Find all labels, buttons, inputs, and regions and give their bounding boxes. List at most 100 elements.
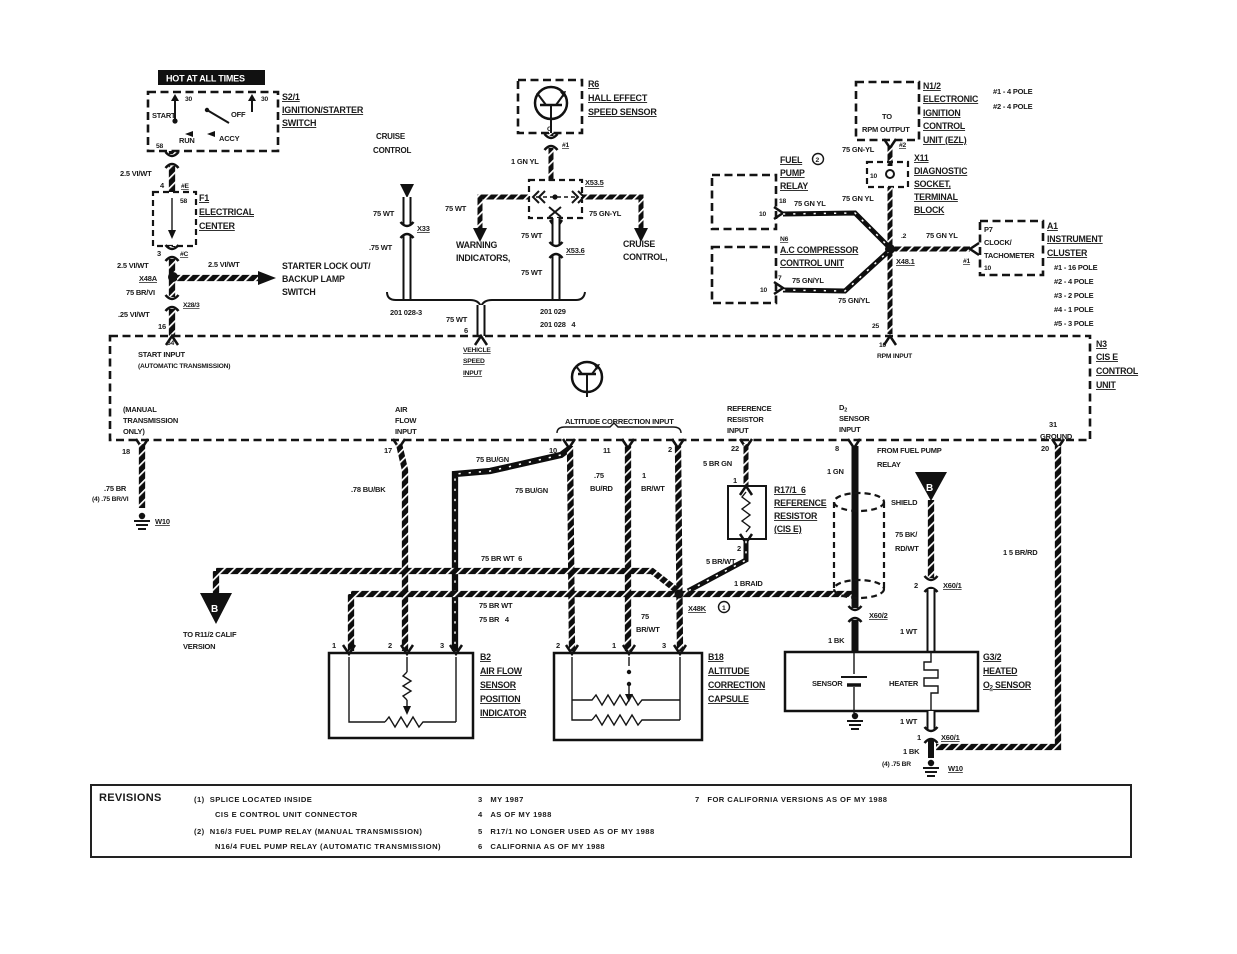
svg-text:201 028-3: 201 028-3	[390, 308, 422, 317]
svg-text:G3/2: G3/2	[983, 652, 1002, 662]
svg-text:1 BK: 1 BK	[828, 636, 845, 645]
svg-text:1 5 BR/RD: 1 5 BR/RD	[1003, 548, 1038, 557]
svg-text:#1 - 4 POLE: #1 - 4 POLE	[993, 87, 1033, 96]
svg-text:HEATER: HEATER	[889, 679, 919, 688]
svg-text:X48A: X48A	[139, 274, 158, 283]
svg-text:(4) .75 BR: (4) .75 BR	[882, 761, 911, 768]
svg-text:BACKUP LAMP: BACKUP LAMP	[282, 274, 345, 284]
svg-text:REFERENCE: REFERENCE	[727, 404, 772, 413]
svg-text:CRUISE: CRUISE	[623, 239, 655, 249]
svg-text:VERSION: VERSION	[183, 642, 215, 651]
svg-text:UNIT: UNIT	[1096, 380, 1117, 390]
svg-text:AIR FLOW: AIR FLOW	[480, 666, 523, 676]
svg-text:10: 10	[984, 265, 992, 272]
svg-text:1: 1	[612, 641, 616, 650]
svg-text:N16/4 FUEL PUMP RELAY (AUTOMAT: N16/4 FUEL PUMP RELAY (AUTOMATIC TRANSMI…	[215, 842, 441, 851]
svg-text:5 R17/1 NO LONGER USED AS OF: 5 R17/1 NO LONGER USED AS OF MY 1988	[478, 827, 655, 836]
svg-text:(AUTOMATIC TRANSMISSION): (AUTOMATIC TRANSMISSION)	[138, 363, 230, 370]
svg-text:FUEL: FUEL	[780, 155, 803, 165]
svg-text:RD/WT: RD/WT	[895, 544, 919, 553]
svg-text:X11: X11	[914, 153, 929, 163]
svg-text:.2: .2	[901, 233, 907, 240]
svg-text:7 FOR CALIFORNIA VERSIONS AS: 7 FOR CALIFORNIA VERSIONS AS OF MY 1988	[695, 795, 887, 804]
svg-text:1 WT: 1 WT	[900, 627, 918, 636]
svg-text:2: 2	[388, 641, 392, 650]
svg-text:SWITCH: SWITCH	[282, 287, 316, 297]
svg-text:RPM OUTPUT: RPM OUTPUT	[862, 125, 910, 134]
svg-text:2: 2	[914, 581, 918, 590]
svg-text:(4) .75 BR/VI: (4) .75 BR/VI	[92, 496, 129, 503]
svg-text:#4 - 1 POLE: #4 - 1 POLE	[1054, 305, 1094, 314]
svg-text:UNIT (EZL): UNIT (EZL)	[923, 135, 967, 145]
svg-text:CONTROL UNIT: CONTROL UNIT	[780, 258, 845, 268]
svg-text:5 BR GN: 5 BR GN	[703, 459, 732, 468]
svg-text:FROM FUEL PUMP: FROM FUEL PUMP	[877, 446, 942, 455]
svg-text:75 BK/: 75 BK/	[895, 530, 918, 539]
svg-text:75 BU/GN: 75 BU/GN	[476, 455, 509, 464]
svg-text:75 WT: 75 WT	[521, 231, 543, 240]
svg-text:TO R11/2 CALIF: TO R11/2 CALIF	[183, 630, 237, 639]
svg-text:RELAY: RELAY	[877, 460, 901, 469]
svg-text:CLOCK/: CLOCK/	[984, 238, 1013, 247]
svg-text:A.C COMPRESSOR: A.C COMPRESSOR	[780, 245, 859, 255]
svg-text:TERMINAL: TERMINAL	[914, 192, 959, 202]
svg-text:30: 30	[185, 96, 193, 103]
svg-text:3 MY 1987: 3 MY 1987	[478, 795, 524, 804]
svg-text:F1: F1	[199, 193, 209, 203]
svg-text:CONTROL: CONTROL	[1096, 366, 1139, 376]
svg-text:TRANSMISSION: TRANSMISSION	[123, 416, 178, 425]
svg-text:75: 75	[641, 612, 649, 621]
svg-text:.78 BU/BK: .78 BU/BK	[351, 485, 386, 494]
svg-text:3: 3	[157, 249, 161, 258]
svg-text:CRUISE: CRUISE	[376, 132, 406, 141]
svg-text:1 BK: 1 BK	[903, 747, 920, 756]
svg-text:INDICATOR: INDICATOR	[480, 708, 527, 718]
svg-text:X48K: X48K	[688, 604, 707, 613]
svg-text:RESISTOR: RESISTOR	[774, 511, 818, 521]
svg-text:1: 1	[722, 605, 726, 612]
svg-text:AIR: AIR	[395, 405, 408, 414]
svg-text:75 WT: 75 WT	[446, 315, 468, 324]
svg-text:2: 2	[816, 157, 820, 164]
svg-text:5 BR/WT: 5 BR/WT	[706, 557, 736, 566]
svg-text:INSTRUMENT: INSTRUMENT	[1047, 234, 1103, 244]
svg-text:75 BR/VI: 75 BR/VI	[126, 288, 155, 297]
svg-text:2: 2	[668, 445, 672, 454]
svg-text:3: 3	[662, 641, 666, 650]
svg-text:.25 VI/WT: .25 VI/WT	[118, 310, 150, 319]
svg-text:INPUT: INPUT	[727, 426, 749, 435]
svg-text:BR/WT: BR/WT	[641, 484, 665, 493]
svg-text:75 GN YL: 75 GN YL	[926, 231, 958, 240]
svg-text:BLOCK: BLOCK	[914, 205, 945, 215]
svg-text:18: 18	[122, 447, 130, 456]
svg-text:CAPSULE: CAPSULE	[708, 694, 749, 704]
svg-text:75 GN-YL: 75 GN-YL	[589, 209, 622, 218]
svg-text:INPUT: INPUT	[395, 427, 417, 436]
svg-text:RESISTOR: RESISTOR	[727, 415, 764, 424]
svg-text:2: 2	[556, 641, 560, 650]
svg-text:#2 - 4 POLE: #2 - 4 POLE	[1054, 277, 1094, 286]
svg-text:CONTROL,: CONTROL,	[623, 252, 667, 262]
svg-text:75 BU/GN: 75 BU/GN	[515, 486, 548, 495]
svg-text:7: 7	[778, 275, 782, 282]
svg-text:RELAY: RELAY	[780, 181, 808, 191]
svg-text:P7: P7	[984, 225, 993, 234]
svg-text:PUMP: PUMP	[780, 168, 805, 178]
svg-text:ACCY: ACCY	[219, 134, 240, 143]
svg-text:4: 4	[160, 181, 165, 190]
svg-text:(2) N16/3 FUEL PUMP RELAY (MA: (2) N16/3 FUEL PUMP RELAY (MANUAL TRANSM…	[194, 827, 422, 836]
svg-text:.75 BR: .75 BR	[104, 484, 127, 493]
svg-text:CENTER: CENTER	[199, 221, 236, 231]
svg-text:RPM INPUT: RPM INPUT	[877, 353, 913, 360]
svg-text:WARNING: WARNING	[456, 240, 497, 250]
svg-text:2.5 VI/WT: 2.5 VI/WT	[117, 261, 149, 270]
svg-text:W10: W10	[155, 517, 170, 526]
svg-text:6 CALIFORNIA AS OF MY 1988: 6 CALIFORNIA AS OF MY 1988	[478, 842, 605, 851]
svg-text:75 GN/YL: 75 GN/YL	[838, 296, 870, 305]
svg-text:25: 25	[872, 323, 880, 330]
svg-text:INPUT: INPUT	[839, 425, 861, 434]
svg-text:TACHOMETER: TACHOMETER	[984, 251, 1035, 260]
svg-text:75 GN-YL: 75 GN-YL	[842, 145, 875, 154]
svg-text:#1: #1	[562, 142, 570, 149]
svg-text:CORRECTION: CORRECTION	[708, 680, 765, 690]
